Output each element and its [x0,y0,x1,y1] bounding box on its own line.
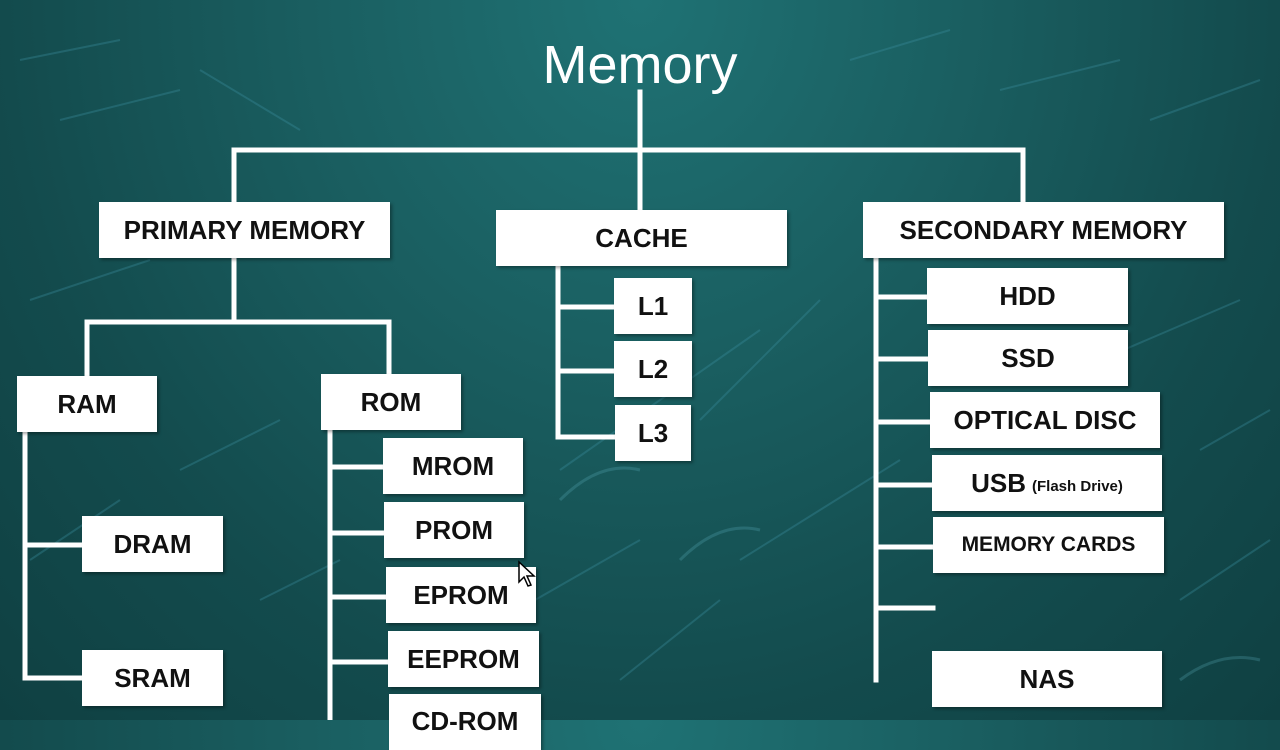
prom-box: PROM [384,502,524,558]
eeprom-box: EEPROM [388,631,539,687]
mouse-pointer-icon [518,560,536,587]
nas-box: NAS [932,651,1162,707]
sram-box: SRAM [82,650,223,706]
l3-box: L3 [615,405,691,461]
eprom-box: EPROM [386,567,536,623]
l2-box: L2 [614,341,692,397]
connector-lines [0,0,1280,720]
l1-box: L1 [614,278,692,334]
rom-box: ROM [321,374,461,430]
usb-box: USB (Flash Drive) [932,455,1162,511]
dram-box: DRAM [82,516,223,572]
ram-box: RAM [17,376,157,432]
ssd-box: SSD [928,330,1128,386]
memory-cards-box: MEMORY CARDS [933,517,1164,573]
primary-memory-box: PRIMARY MEMORY [99,202,390,258]
mrom-box: MROM [383,438,523,494]
hdd-box: HDD [927,268,1128,324]
cache-box: CACHE [496,210,787,266]
circuit-background [19,29,1271,682]
optical-disc-box: OPTICAL DISC [930,392,1160,448]
diagram-title: Memory [542,35,738,95]
cd-rom-box: CD-ROM [389,694,541,750]
usb-label: USB [971,467,1027,498]
secondary-memory-box: SECONDARY MEMORY [863,202,1224,258]
usb-note: (Flash Drive) [1032,477,1123,495]
